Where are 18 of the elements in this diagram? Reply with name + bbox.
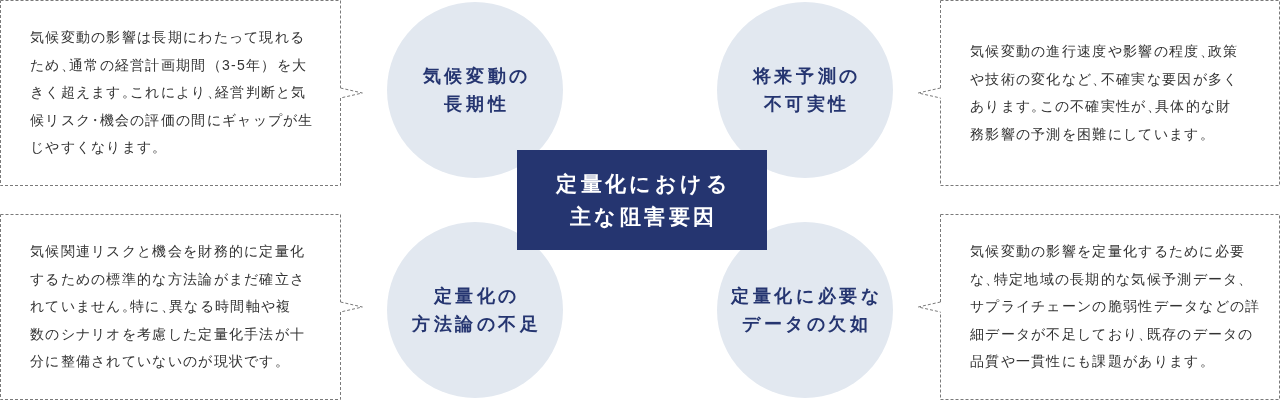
callout-box: [940, 214, 1280, 400]
callout-box: [0, 0, 341, 186]
topic-title: 気候変動の長期性: [421, 65, 532, 116]
central-box: [517, 150, 767, 250]
topic-title: 定量化の方法論の不足: [411, 285, 543, 336]
description-text: 気候変動の進行速度や影響の程度、政策や技術の変化など、不確実な要因が多くあります。この不確実性が、具体的な財務影響の予測を困難にしています。: [970, 42, 1240, 144]
callout-pointer: [917, 87, 941, 99]
description-text: 気候変動の影響は長期にわたって現れるため、通常の経営計画期間（3-5年）を大きく超えます。これにより、経営判断と気候リスク・機会の評価の間にギャップが生じやすくなります。: [30, 28, 315, 158]
callout-pointer: [340, 87, 363, 99]
callout-box: [0, 214, 341, 400]
callout-box: [940, 0, 1280, 186]
description-text: 気候変動の影響を定量化するために必要な、特定地域の長期的な気候予測データ、サプライチェーンの脆弱性データなどの詳細データが不足しており、既存のデータの品質や一貫性にも課題があります。: [970, 242, 1262, 372]
callout-pointer: [917, 301, 941, 313]
topic-title: 定量化に必要なデータの欠如: [730, 285, 884, 336]
callout-pointer: [340, 301, 363, 313]
description-text: 気候関連リスクと機会を財務的に定量化するための標準的な方法論がまだ確立されていません。特に、異なる時間軸や複数のシナリオを考慮した定量化手法が十分に整備されていないのが現状です。: [30, 242, 306, 372]
topic-title: 将来予測の不可実性: [751, 65, 862, 116]
central-title: 定量化における主な阻害要因: [555, 171, 732, 231]
